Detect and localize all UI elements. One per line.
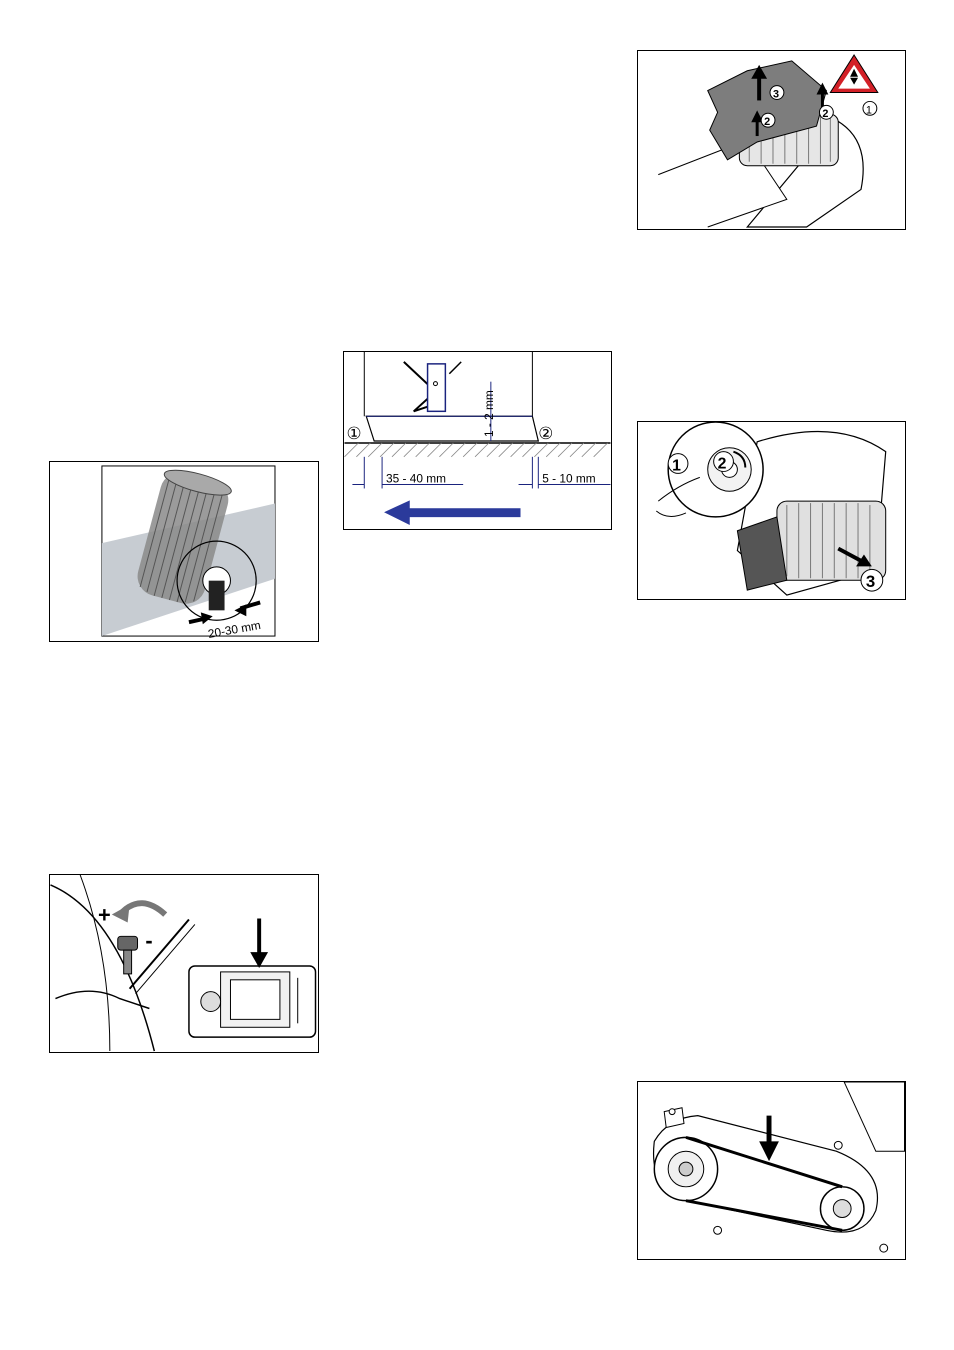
cover-removal-illustration: 3 2 2 1 [638, 51, 905, 229]
squeegee-height-label: 1 - 2 mm [482, 390, 496, 437]
squeegee-marker-2: ② [538, 424, 553, 443]
brush-removal-illustration: 1 2 3 [638, 422, 905, 599]
adjust-plus-sign: + [98, 902, 111, 927]
figure-squeegee: 1 - 2 mm ① ② 35 - 40 mm 5 - 10 mm [343, 351, 612, 530]
figure-drive-belt [637, 1081, 906, 1260]
brush-adjust-illustration: + - [50, 875, 318, 1052]
cover-step-2a: 2 [764, 116, 770, 128]
squeegee-rear-dimension: 5 - 10 mm [542, 472, 595, 486]
brush-step-3: 3 [866, 572, 875, 591]
squeegee-illustration: 1 - 2 mm ① ② 35 - 40 mm 5 - 10 mm [344, 352, 611, 529]
cover-step-1: 1 [866, 104, 872, 116]
cover-step-2b: 2 [822, 108, 828, 120]
figure-brush-removal: 1 2 3 [637, 421, 906, 600]
brush-step-1: 1 [672, 457, 681, 474]
brush-step-2: 2 [718, 455, 727, 472]
squeegee-marker-1: ① [346, 424, 361, 443]
squeegee-front-dimension: 35 - 40 mm [386, 472, 446, 486]
figure-brush-adjust: + - [49, 874, 319, 1053]
adjust-minus-sign: - [145, 928, 152, 953]
cover-step-3: 3 [773, 88, 779, 100]
figure-brush-wear: 20-30 mm [49, 461, 319, 642]
drive-belt-illustration [638, 1082, 905, 1259]
figure-cover-removal: 3 2 2 1 [637, 50, 906, 230]
brush-wear-illustration: 20-30 mm [50, 462, 318, 641]
